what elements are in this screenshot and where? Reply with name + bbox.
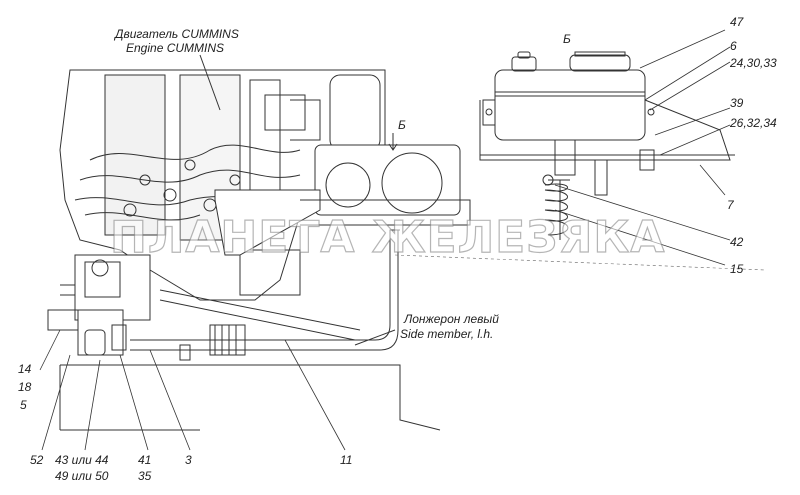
- leader-lines: [39, 29, 731, 451]
- callout-26-32-34: 26,32,34: [730, 116, 777, 130]
- callout-6: 6: [730, 39, 737, 53]
- callout-52: 52: [30, 453, 44, 467]
- callout-24-30-33: 24,30,33: [730, 56, 777, 70]
- view-b-label-engine: Б: [398, 118, 406, 132]
- engine-title-ru: Двигатель CUMMINS: [115, 27, 239, 41]
- callout-18: 18: [18, 380, 32, 394]
- view-b-label-detail: Б: [563, 32, 571, 46]
- engine-title-en: Engine CUMMINS: [126, 41, 225, 55]
- side-member: [59, 364, 441, 431]
- centre-line: [394, 254, 766, 271]
- callout-3: 3: [185, 453, 192, 467]
- reservoir-on-engine: [214, 144, 471, 256]
- callout-11: 11: [340, 453, 353, 467]
- callout-42: 42: [730, 235, 744, 249]
- view-b-arrowhead: [388, 143, 398, 151]
- side-member-en: Side member, l.h.: [400, 327, 494, 341]
- leader-engine: [199, 54, 221, 111]
- side-member-ru: Лонжерон левый: [404, 312, 499, 326]
- pipe-11: [130, 229, 400, 361]
- leader-member: [354, 329, 396, 346]
- callout-5: 5: [20, 398, 27, 412]
- callout-7: 7: [727, 198, 734, 212]
- callout-39: 39: [730, 96, 744, 110]
- detail-view-b: [479, 51, 735, 240]
- callout-47: 47: [730, 15, 744, 29]
- valve-assembly: [47, 254, 151, 356]
- callout-15: 15: [730, 262, 744, 276]
- callout-41: 41: [138, 453, 152, 467]
- callout-35: 35: [138, 469, 152, 483]
- callout-49-50: 49 или 50: [55, 469, 109, 483]
- callout-43-44: 43 или 44: [55, 453, 109, 467]
- callout-14: 14: [18, 362, 32, 376]
- engine-block: [59, 69, 386, 301]
- watermark: ПЛАНЕТА ЖЕЛЕЗЯКА: [109, 211, 666, 263]
